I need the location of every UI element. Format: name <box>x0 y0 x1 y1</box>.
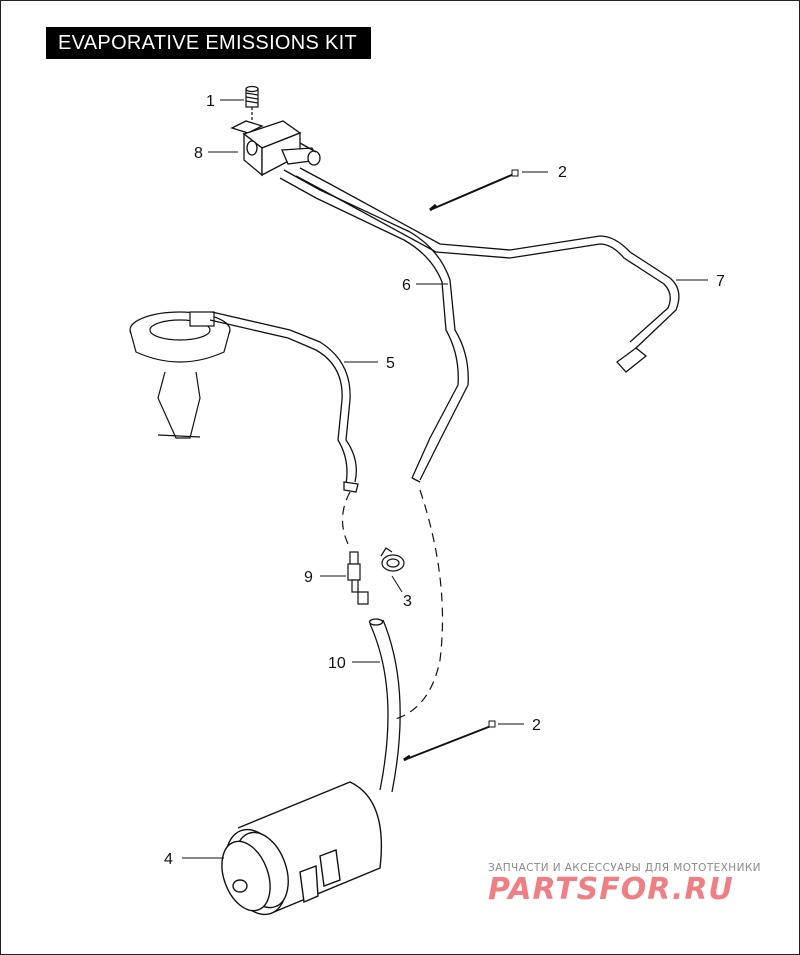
fitting-part-9[interactable] <box>347 551 369 605</box>
callout-1: 1 <box>206 93 215 110</box>
leader-lines <box>182 99 708 859</box>
callout-8: 8 <box>194 145 203 162</box>
hose-part-10[interactable] <box>368 618 401 793</box>
callout-4: 4 <box>164 851 173 868</box>
callout-9: 9 <box>304 569 313 586</box>
clamp-part-3[interactable] <box>380 547 405 572</box>
routing-dashed-lines <box>341 489 444 721</box>
hose-part-7[interactable] <box>295 167 680 373</box>
valve-part-8[interactable] <box>230 120 321 177</box>
hose-part-5[interactable] <box>209 311 359 493</box>
callout-3: 3 <box>403 593 412 610</box>
callout-2-lower: 2 <box>532 717 541 734</box>
hose-part-6[interactable] <box>279 169 469 483</box>
cable-strap-part-2-lower[interactable] <box>403 720 496 762</box>
callout-6: 6 <box>402 277 411 294</box>
diagram-title: EVAPORATIVE EMISSIONS KIT <box>46 27 372 59</box>
callout-7: 7 <box>716 273 725 290</box>
cable-strap-part-2-upper[interactable] <box>429 169 519 212</box>
fuel-pump-module <box>129 311 231 439</box>
watermark-logo: PARTSFOR.RU <box>488 872 734 907</box>
callout-10: 10 <box>328 655 346 672</box>
callout-5: 5 <box>386 355 395 372</box>
screw-part-1[interactable] <box>245 85 259 123</box>
callout-2-upper: 2 <box>558 164 567 181</box>
canister-part-4[interactable] <box>213 781 383 923</box>
watermark-tagline: ЗАПЧАСТИ И АКСЕССУАРЫ ДЛЯ МОТОТЕХНИКИ <box>488 862 761 874</box>
